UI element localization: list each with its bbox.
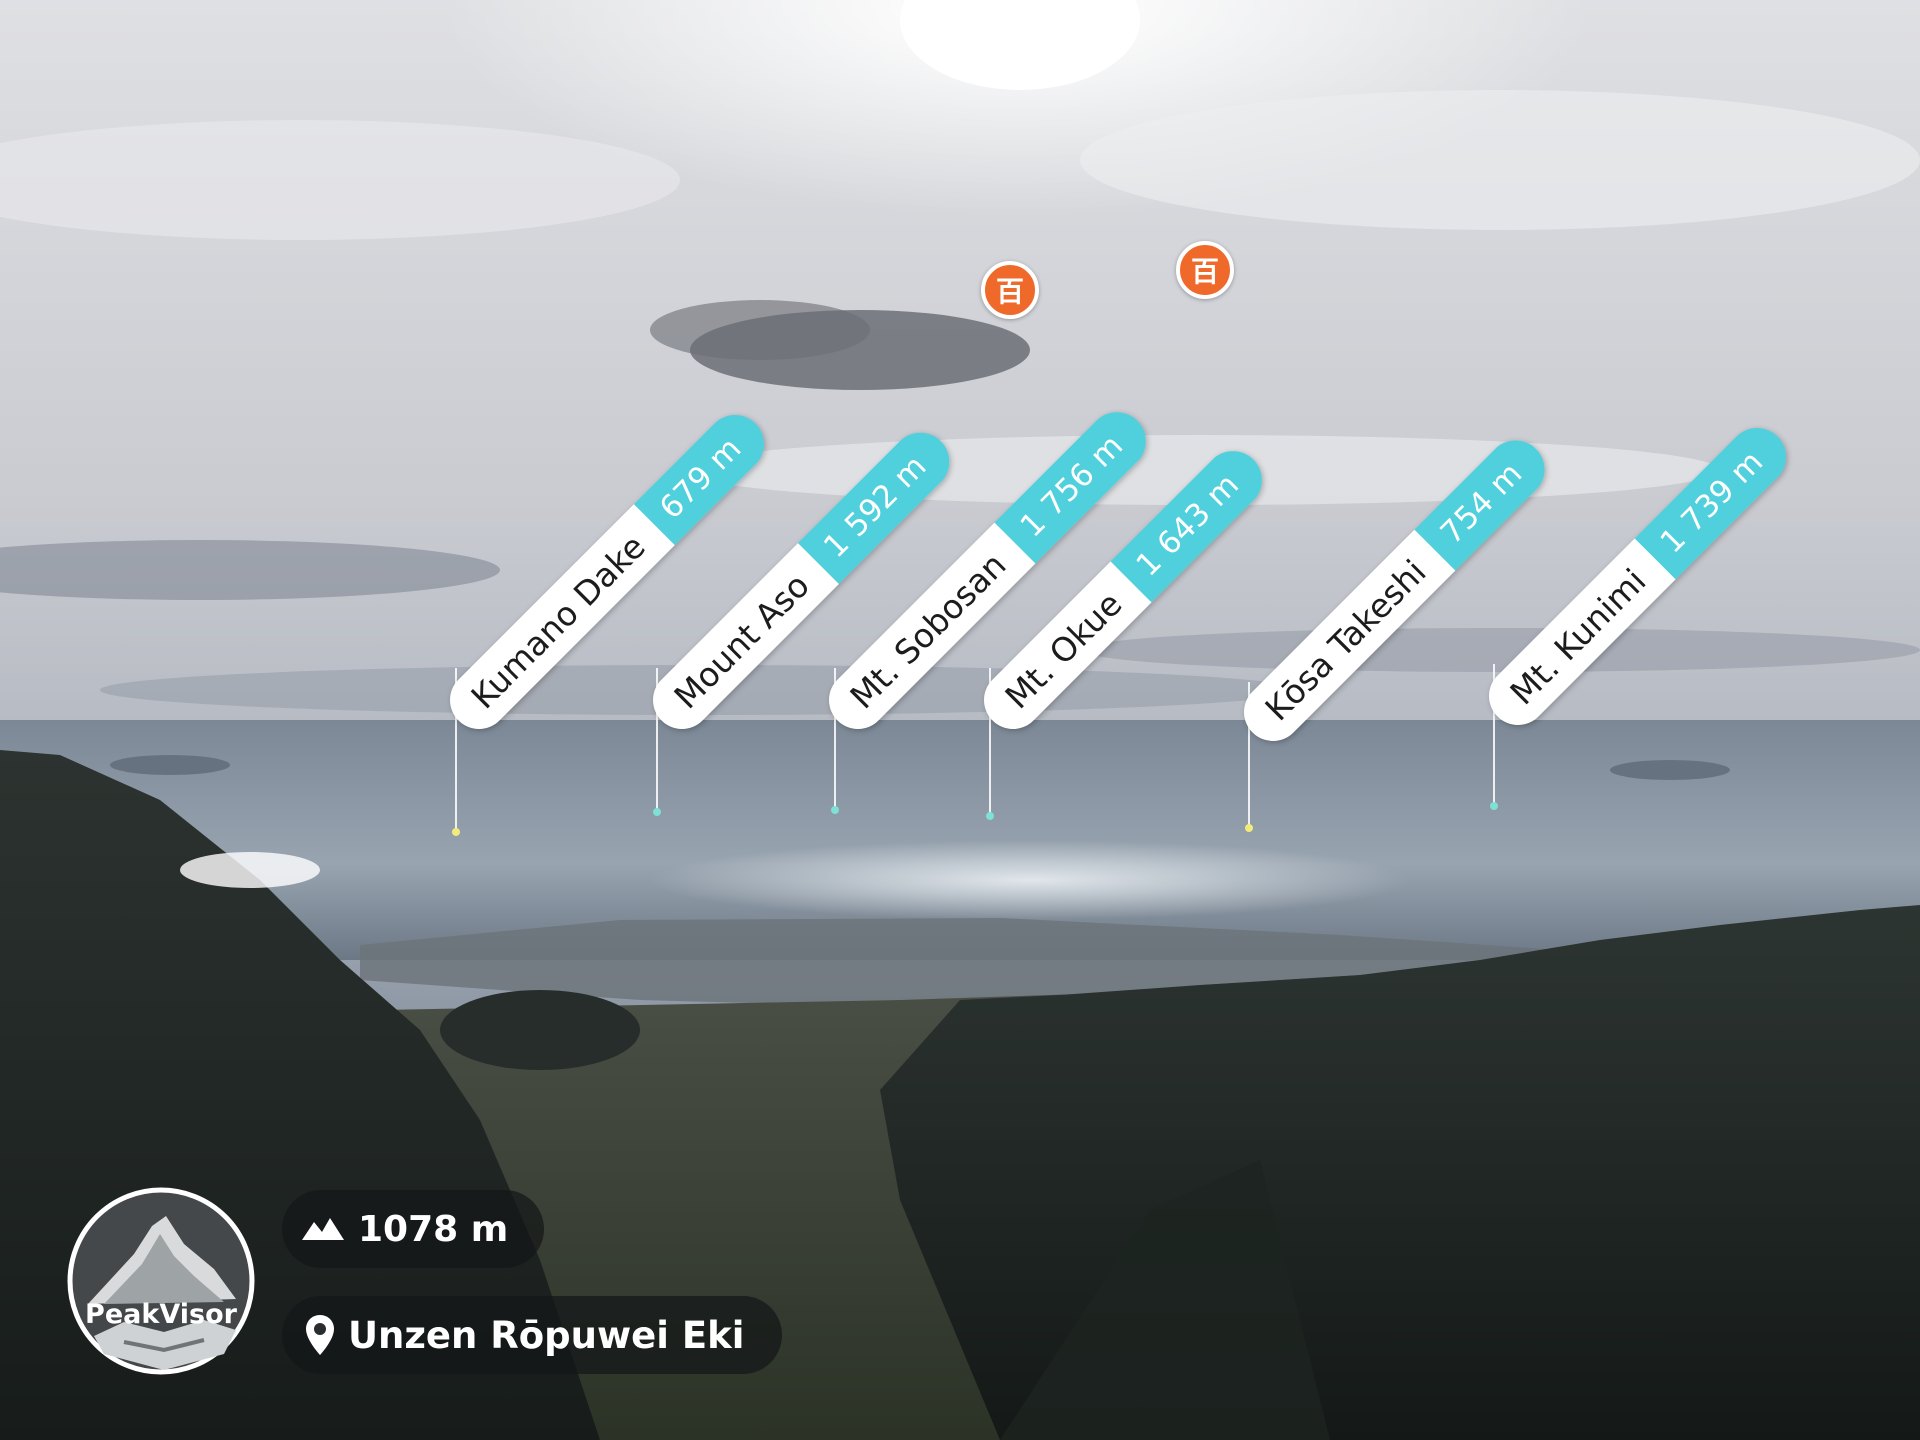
hundred-famous-mountains-badge-icon: 百 <box>1176 241 1234 299</box>
logo-text: PeakVisor <box>85 1299 238 1330</box>
altitude-value: 1078 m <box>358 1208 509 1250</box>
peak-location-dot <box>1245 824 1253 832</box>
peak-pointer-line <box>1248 682 1250 828</box>
peak-location-dot <box>986 812 994 820</box>
peak-pointer-line <box>656 668 658 812</box>
hundred-famous-mountains-badge-icon: 百 <box>981 261 1039 319</box>
peak-pointer-line <box>455 668 457 832</box>
location-pin-icon <box>304 1313 336 1357</box>
peak-location-dot <box>653 808 661 816</box>
peak-pointer-line <box>1493 664 1495 806</box>
peak-location-dot <box>452 828 460 836</box>
peak-pointer-line <box>834 668 836 810</box>
location-name: Unzen Rōpuwei Eki <box>348 1313 745 1357</box>
location-pill[interactable]: Unzen Rōpuwei Eki <box>282 1296 783 1374</box>
peak-location-dot <box>1490 802 1498 810</box>
altitude-pill: 1078 m <box>282 1190 545 1268</box>
peakvisor-logo: PeakVisor <box>64 1184 258 1378</box>
mountains-icon <box>300 1216 346 1242</box>
peak-pointer-line <box>989 668 991 816</box>
peak-location-dot <box>831 806 839 814</box>
